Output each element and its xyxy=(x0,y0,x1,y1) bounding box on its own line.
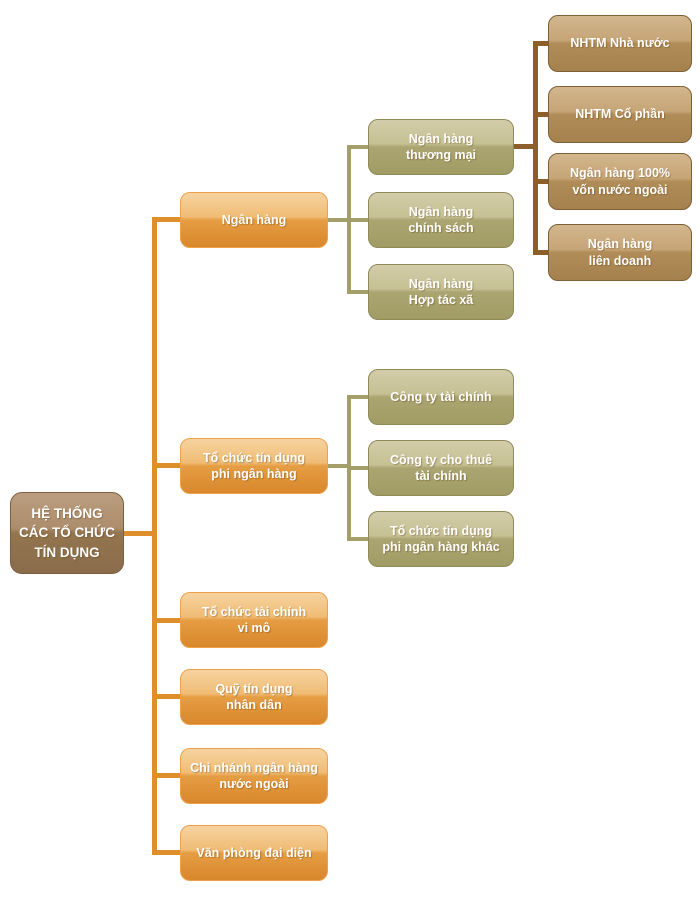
node-label: Chi nhánh ngân hàng nước ngoài xyxy=(190,760,318,791)
node-cong-ty-tai-chinh: Công ty tài chính xyxy=(368,369,514,425)
connector-to-nhtm-nha-nuoc xyxy=(533,41,548,46)
connector-to-cong-ty-cho-thue xyxy=(347,466,368,470)
node-he-thong-cac-to-chuc-tin-dung: HỆ THỐNG CÁC TỔ CHỨC TÍN DỤNG xyxy=(10,492,124,574)
connector-trunk-commercial xyxy=(533,41,538,255)
connector-to-nh-100 xyxy=(533,179,548,184)
connector-to-tctd-khac xyxy=(347,537,368,541)
connector-main-trunk xyxy=(152,217,157,855)
node-ngan-hang-lien-doanh: Ngân hàng liên doanh xyxy=(548,224,692,281)
connector-root-to-trunk xyxy=(124,531,157,536)
node-label: Công ty cho thuê tài chính xyxy=(389,452,493,483)
connector-to-to-chuc-tin-dung-phi-ngan-hang xyxy=(152,463,180,468)
node-nhtm-nha-nuoc: NHTM Nhà nước xyxy=(548,15,692,72)
node-label: Ngân hàng liên doanh xyxy=(587,237,653,268)
node-label: Công ty tài chính xyxy=(390,389,492,404)
node-to-chuc-tai-chinh-vi-mo: Tổ chức tài chính vi mô xyxy=(180,592,328,648)
node-label: Ngân hàng Hợp tác xã xyxy=(408,276,474,307)
node-quy-tin-dung-nhan-dan: Quỹ tín dụng nhân dân xyxy=(180,669,328,725)
connector-ngan-hang-out xyxy=(328,218,351,222)
node-label: Ngân hàng 100% vốn nước ngoài xyxy=(569,166,671,197)
node-label: NHTM Cổ phần xyxy=(575,107,665,122)
node-label: Văn phòng đại diện xyxy=(196,845,312,860)
node-cong-ty-cho-thue-tai-chinh: Công ty cho thuê tài chính xyxy=(368,440,514,496)
connector-to-nhtm-co-phan xyxy=(533,112,548,117)
node-ngan-hang-hop-tac-xa: Ngân hàng Hợp tác xã xyxy=(368,264,514,320)
node-ngan-hang-chinh-sach: Ngân hàng chính sách xyxy=(368,192,514,248)
connector-to-chinh-sach xyxy=(347,218,368,222)
connector-to-lien-doanh xyxy=(533,250,548,255)
node-to-chuc-tin-dung-phi-ngan-hang-khac: Tổ chức tín dụng phi ngân hàng khác xyxy=(368,511,514,567)
node-label: Tổ chức tín dụng phi ngân hàng khác xyxy=(382,523,500,554)
connector-to-ngan-hang xyxy=(152,217,180,222)
connector-to-chi-nhanh xyxy=(152,773,180,778)
node-chi-nhanh-ngan-hang-nuoc-ngoai: Chi nhánh ngân hàng nước ngoài xyxy=(180,748,328,804)
node-label: HỆ THỐNG CÁC TỔ CHỨC TÍN DỤNG xyxy=(19,505,115,560)
node-nhtm-co-phan: NHTM Cổ phần xyxy=(548,86,692,143)
node-ngan-hang: Ngân hàng xyxy=(180,192,328,248)
node-label: NHTM Nhà nước xyxy=(570,36,670,51)
connector-to-to-chuc-tai-chinh-vi-mo xyxy=(152,618,180,623)
connector-to-thuong-mai xyxy=(347,145,368,149)
node-to-chuc-tin-dung-phi-ngan-hang: Tổ chức tín dụng phi ngân hàng xyxy=(180,438,328,494)
connector-to-hop-tac-xa xyxy=(347,290,368,294)
connector-tctd-out xyxy=(328,464,351,468)
node-ngan-hang-100-von-nuoc-ngoai: Ngân hàng 100% vốn nước ngoài xyxy=(548,153,692,210)
connector-to-quy-tin-dung xyxy=(152,694,180,699)
node-label: Tổ chức tài chính vi mô xyxy=(201,604,307,635)
connector-to-cong-ty-tai-chinh xyxy=(347,395,368,399)
connector-thuong-mai-out xyxy=(514,144,535,149)
node-label: Ngân hàng xyxy=(221,212,287,227)
node-van-phong-dai-dien: Văn phòng đại diện xyxy=(180,825,328,881)
node-label: Quỹ tín dụng nhân dân xyxy=(215,681,293,712)
node-label: Ngân hàng chính sách xyxy=(408,204,474,235)
connector-to-van-phong xyxy=(152,850,180,855)
node-label: Ngân hàng thương mại xyxy=(405,131,477,162)
node-ngan-hang-thuong-mai: Ngân hàng thương mại xyxy=(368,119,514,175)
node-label: Tổ chức tín dụng phi ngân hàng xyxy=(202,450,306,481)
